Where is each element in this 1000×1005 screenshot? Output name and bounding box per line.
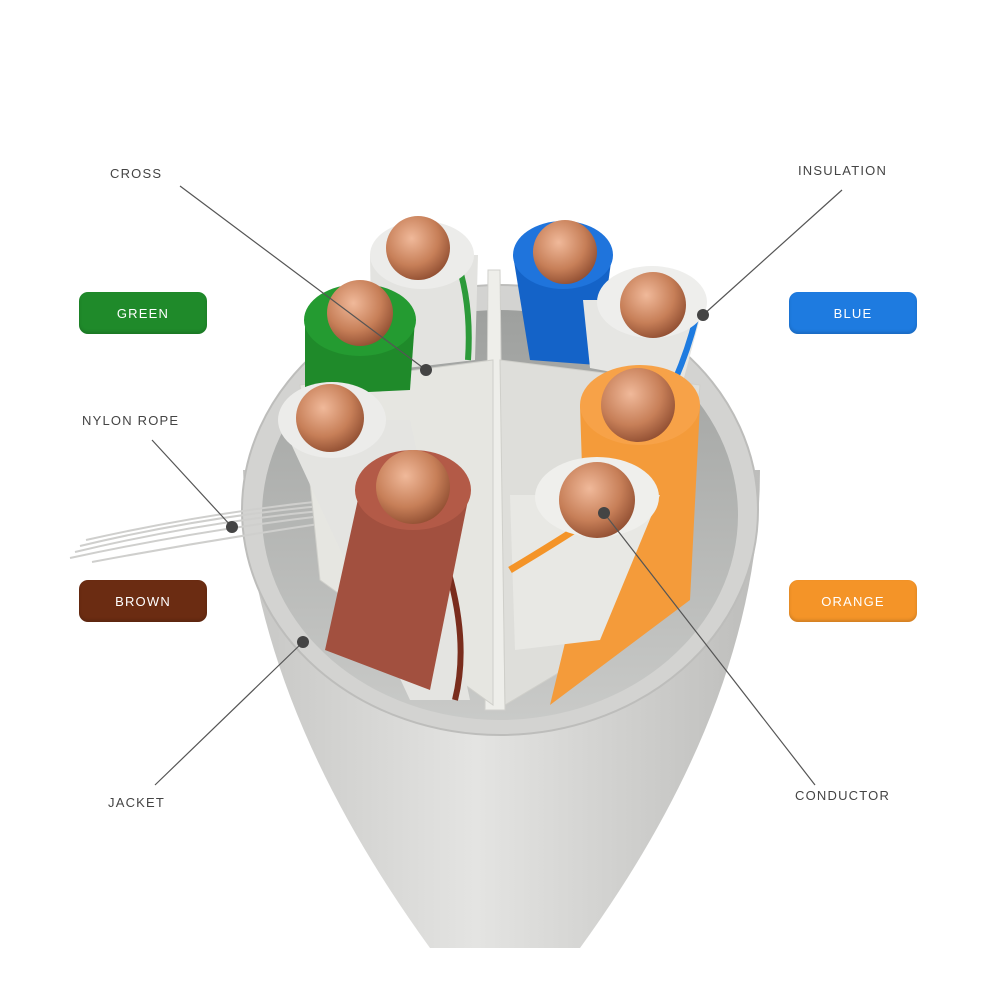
- leader-lines: [151, 185, 843, 786]
- copper-conductors: [296, 216, 686, 538]
- pill-brown: BROWN: [79, 580, 207, 622]
- label-jacket: JACKET: [108, 795, 166, 810]
- pill-green: GREEN: [79, 292, 207, 334]
- nylon-rope: [69, 499, 334, 563]
- label-cross: CROSS: [110, 166, 163, 181]
- label-conductor: CONDUCTOR: [795, 788, 891, 803]
- pill-orange: ORANGE: [789, 580, 917, 622]
- label-nylon-rope: NYLON ROPE: [82, 413, 180, 428]
- leader-dots: [226, 309, 709, 648]
- wire-white-orange: [510, 495, 660, 650]
- pill-blue: BLUE: [789, 292, 917, 334]
- label-insulation: INSULATION: [798, 163, 888, 178]
- wire-brown: [325, 490, 470, 690]
